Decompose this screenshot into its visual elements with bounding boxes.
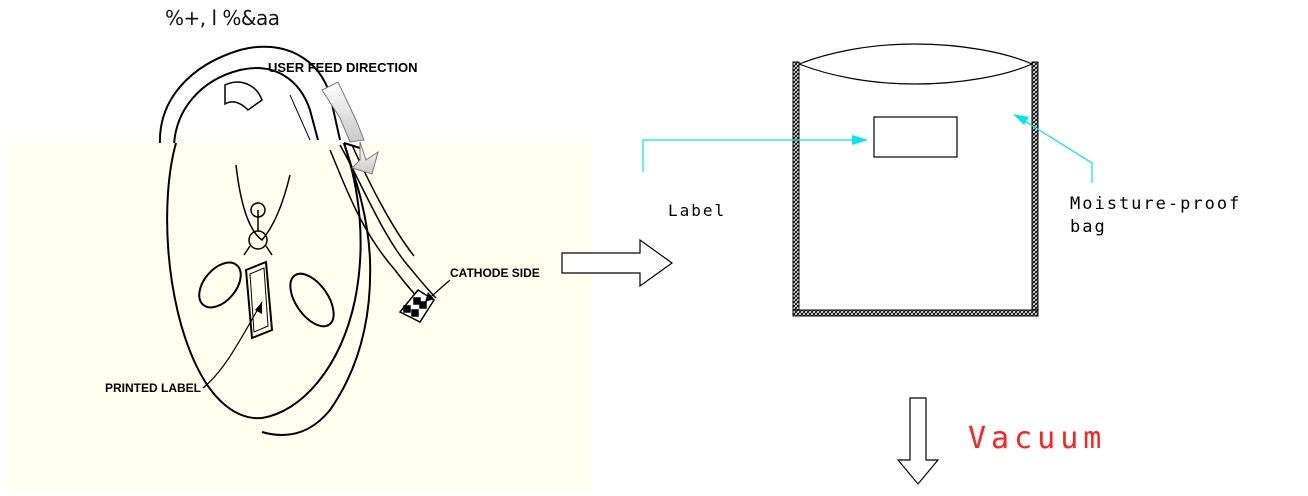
user-feed-direction-label: USER FEED DIRECTION [268, 60, 418, 75]
printed-label-text: PRINTED LABEL [105, 381, 201, 395]
vacuum-text: Vacuum [968, 421, 1106, 456]
label-text: Label [668, 201, 726, 220]
bag-label-box [873, 116, 958, 158]
feed-direction-arrow-top [321, 81, 365, 143]
feed-direction-arrow-bottom [351, 141, 379, 175]
reel-top [158, 45, 341, 146]
reel-body [166, 142, 372, 436]
moisture-proof-bag [792, 43, 1039, 317]
printed-label-arrowhead [255, 302, 262, 314]
vacuum-down-arrow [896, 397, 940, 485]
moisture-bag-leader-arrow [1013, 114, 1093, 183]
moisture-proof-text: Moisture-proof [1070, 194, 1241, 214]
carrier-tape [329, 144, 437, 323]
cathode-side-label: CATHODE SIDE [450, 266, 540, 280]
printed-label-leader [202, 301, 263, 389]
reel-photo-panel [8, 143, 592, 492]
bag-text: bag [1070, 217, 1107, 237]
cathode-arrowhead [425, 292, 434, 302]
garbled-header-text: %+, l %&aa [165, 6, 280, 30]
label-leader-arrow [642, 135, 868, 172]
to-bag-arrow [561, 238, 674, 288]
